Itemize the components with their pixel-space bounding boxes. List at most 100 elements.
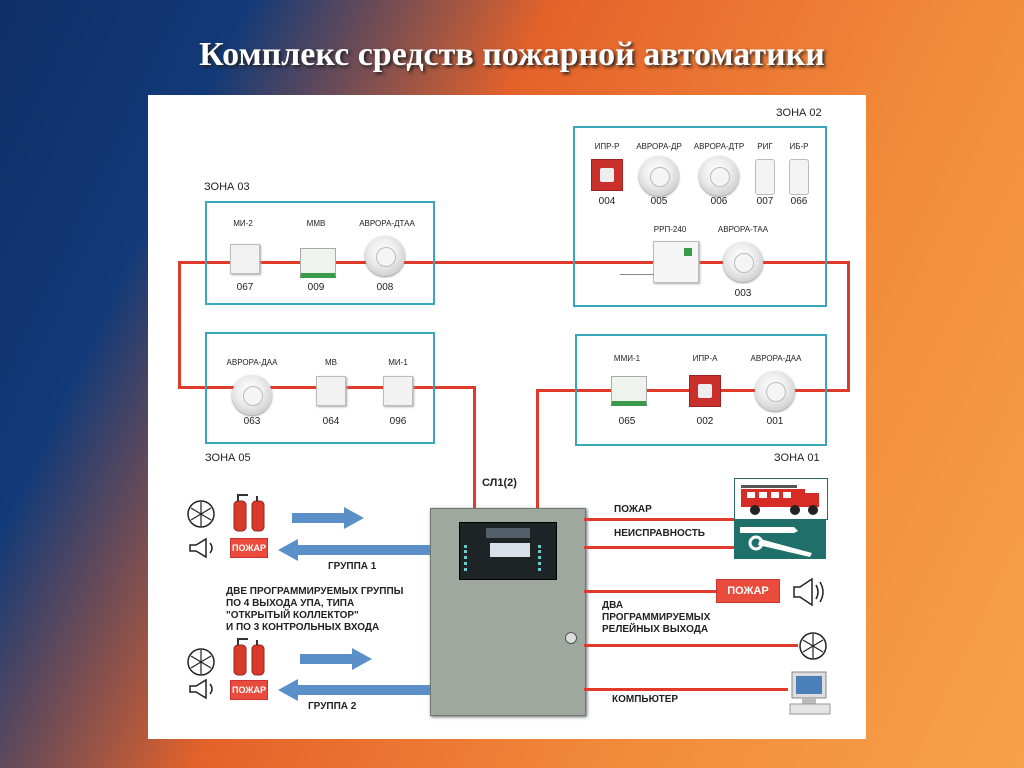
groups-description-line-1: ДВЕ ПРОГРАММИРУЕМЫХ ГРУППЫ (226, 586, 404, 597)
control-panel (430, 508, 586, 716)
horn-icon (793, 577, 824, 607)
siren-icon (755, 159, 775, 195)
device-label: АВРОРА-ДАА (750, 354, 802, 363)
antenna-icon (620, 274, 654, 275)
relay-line-3: РЕЛЕЙНЫХ ВЫХОДА (602, 624, 709, 635)
key-lock-icon (565, 632, 577, 644)
device-number: 009 (307, 282, 325, 293)
relay-line-2: ПРОГРАММИРУЕМЫХ (602, 612, 711, 623)
device-label: МВ (325, 358, 337, 367)
device-label: АВРОРА-ТАА (717, 225, 769, 234)
device-label: МИ-2 (233, 219, 253, 228)
device-number: 008 (376, 282, 394, 293)
zone-05-label: ЗОНА 05 (205, 452, 251, 464)
groups-description-line-2: ПО 4 ВЫХОДА УПА, ТИПА (226, 598, 355, 609)
tools-icon-box (734, 519, 826, 559)
io-module-icon (300, 248, 336, 278)
device-label: АВРОРА-ДР (636, 142, 682, 151)
fan-icon (187, 500, 215, 528)
arrow-right-group-2 (300, 648, 372, 670)
device-label: ММВ (306, 219, 326, 228)
fire-badge-group-2: ПОЖАР (230, 680, 268, 700)
device-number: 005 (650, 196, 668, 207)
fault-output-wire (584, 546, 734, 549)
relay-line-1: ДВА (602, 600, 624, 611)
manual-call-point-icon (591, 159, 623, 191)
device-label: ИБ-Р (789, 142, 809, 151)
device-number: 004 (598, 196, 616, 207)
extinguisher-icon (233, 494, 265, 532)
zone-01-label: ЗОНА 01 (774, 452, 820, 464)
slide-title: Комплекс средств пожарной автоматики (199, 36, 825, 73)
extinguisher-icon (233, 638, 265, 676)
smoke-detector-icon (755, 371, 795, 411)
zone-02-box (573, 126, 827, 307)
tools-icon (740, 527, 812, 557)
computer-output-wire (584, 688, 788, 691)
lcd-screen (486, 528, 530, 538)
fire-badge-group-1: ПОЖАР (230, 538, 268, 558)
device-label: ММИ-1 (613, 354, 641, 363)
computer-icon (789, 671, 831, 715)
manual-call-point-icon (689, 375, 721, 407)
device-number: 065 (618, 416, 636, 427)
fan-icon (799, 632, 827, 660)
device-label: МИ-1 (388, 358, 408, 367)
loop-wire-top (178, 261, 850, 264)
device-label: АВРОРА-ДАА (226, 358, 278, 367)
zone-02-label: ЗОНА 02 (776, 107, 822, 119)
fire-output-wire (584, 518, 734, 521)
arrow-right-group-1 (292, 507, 364, 529)
smoke-detector-icon (232, 375, 272, 415)
zone-01-box (575, 334, 827, 446)
device-label: ИПР-Р (594, 142, 620, 151)
device-number: 096 (389, 416, 407, 427)
zone-03-label: ЗОНА 03 (204, 181, 250, 193)
keypad (490, 543, 530, 557)
radio-receiver-icon (620, 241, 699, 283)
indicator-icon (684, 248, 692, 256)
device-number: 066 (790, 196, 808, 207)
device-number: 006 (710, 196, 728, 207)
arrow-left-group-2 (278, 679, 430, 701)
isolator-module-icon (383, 376, 413, 406)
device-label: АВРОРА-ДТР (693, 142, 745, 151)
group-2-label: ГРУППА 2 (308, 701, 357, 712)
smoke-detector-icon (639, 156, 679, 196)
loop-label: СЛ1(2) (482, 477, 517, 489)
loop-wire-right (847, 261, 850, 392)
horn-icon (189, 678, 213, 700)
device-number: 003 (734, 288, 752, 299)
arrow-left-group-1 (278, 539, 430, 561)
computer-output-label: КОМПЬЮТЕР (612, 694, 679, 705)
io-module-icon (611, 376, 647, 406)
device-number: 001 (766, 416, 784, 427)
groups-description-line-4: И ПО 3 КОНТРОЛЬНЫХ ВХОДА (226, 622, 380, 633)
device-label: РРП-240 (653, 225, 687, 234)
fan-icon (187, 648, 215, 676)
barrier-icon (789, 159, 809, 195)
device-number: 002 (696, 416, 714, 427)
relay-module-icon (316, 376, 346, 406)
fault-output-label: НЕИСПРАВНОСТЬ (614, 528, 705, 539)
loop-wire-left (178, 261, 181, 389)
horn-icon (189, 537, 213, 559)
loop-wire-to-panel-right (536, 389, 539, 508)
fire-truck-icon-box (734, 478, 828, 520)
group-1-label: ГРУППА 1 (328, 561, 377, 572)
device-number: 063 (243, 416, 261, 427)
panel-display (459, 522, 557, 580)
fire-truck-icon (741, 485, 819, 515)
heat-detector-icon (723, 242, 763, 282)
heat-detector-icon (699, 156, 739, 196)
isolator-module-icon (230, 244, 260, 274)
relay-output-wire-top (584, 590, 734, 593)
led-column-left (464, 545, 481, 571)
fire-output-label: ПОЖАР (614, 504, 652, 515)
device-label: РИГ (757, 142, 773, 151)
zone-05-box (205, 332, 435, 444)
diagram-panel: ЗОНА 02 ИПР-Р 004 АВРОРА-ДР 005 АВРОРА-Д… (148, 95, 866, 739)
device-number: 007 (756, 196, 774, 207)
loop-wire-to-panel-left (473, 386, 476, 508)
